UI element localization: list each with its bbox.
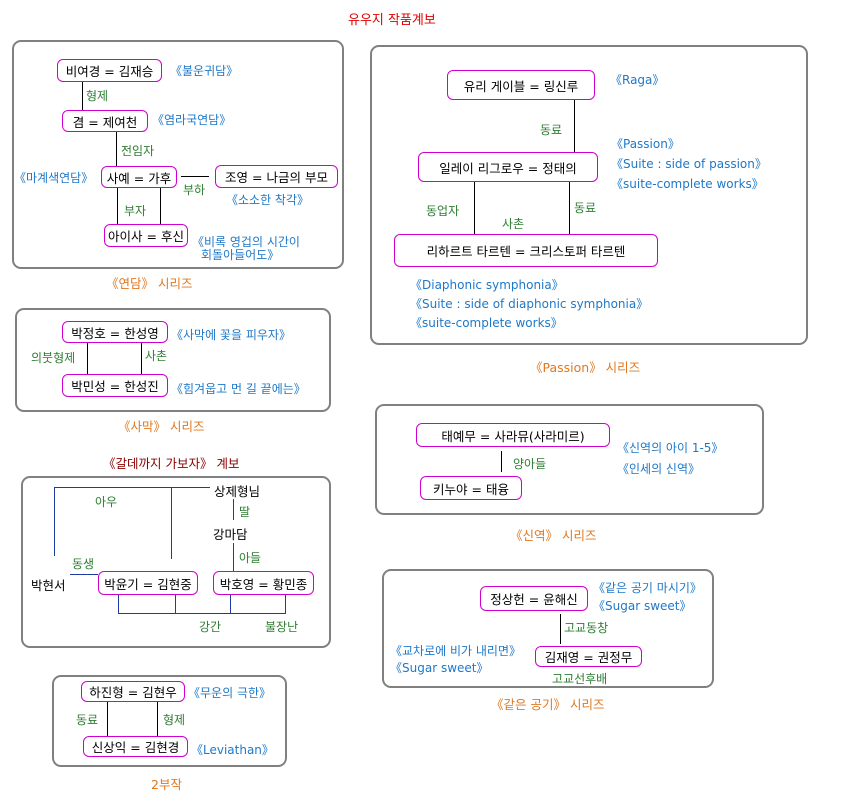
passion-work-passion: 《Passion》 <box>611 137 680 151</box>
second-work-leviathan: 《Leviathan》 <box>191 743 274 757</box>
yeondam-work-yeomra: 《염라국연담》 <box>152 113 232 127</box>
galde-line-b4 <box>285 595 286 614</box>
second-rel-colleague: 동료 <box>76 713 99 727</box>
passion-series-label: 《Passion》 시리즈 <box>530 360 641 375</box>
passion-node-yuri: 유리 게이블 = 링신루 <box>447 70 595 100</box>
yeondam-line-4a <box>117 188 118 224</box>
galde-line-ddal <box>233 499 234 520</box>
passion-node-richard: 리하르트 타르텐 = 크리스토퍼 타르텐 <box>394 234 658 267</box>
yeondam-work-magyesaek: 《마계색연담》 <box>14 171 94 185</box>
yeondam-series-label: 《연담》 시리즈 <box>106 276 193 291</box>
second-work-muun: 《무운의 극한》 <box>188 686 272 700</box>
galde-line-top <box>54 487 210 488</box>
sinyeok-series-label: 《신역》 시리즈 <box>510 528 597 543</box>
passion-work-suite-passion: 《Suite : side of passion》 <box>611 157 767 171</box>
galde-node-park-hyeonseo: 박현서 <box>31 578 66 593</box>
passion-work-suite-complete-1: 《suite-complete works》 <box>611 177 764 191</box>
samak-series-label: 《사막》 시리즈 <box>118 419 205 434</box>
gongi-work-crossroad: 《교차로에 비가 내리면》 <box>390 644 521 658</box>
yeondam-rel-brothers: 형제 <box>86 89 109 103</box>
samak-work-flower: 《사막에 꽃을 피우자》 <box>171 328 291 342</box>
yeondam-work-sosohan: 《소소한 착각》 <box>226 193 310 207</box>
samak-node-park-jeongho: 박정호 = 한성영 <box>62 321 168 343</box>
yeondam-node-joyeong: 조영 = 나금의 부모 <box>215 165 338 188</box>
galde-title: 《갈데까지 가보자》 계보 <box>103 456 240 471</box>
second-node-ha-jinhyeong: 하진형 = 김현우 <box>81 681 185 702</box>
passion-rel-cousin: 사촌 <box>502 217 525 231</box>
sinyeok-node-kinuya: 키누야 = 태융 <box>420 476 522 500</box>
galde-rel-ahu: 아우 <box>95 495 118 509</box>
galde-line-bottom <box>118 613 286 614</box>
second-node-sin-sangik: 신상익 = 김현경 <box>83 736 188 757</box>
second-series-label: 2부작 <box>151 777 182 792</box>
yeondam-line-3 <box>181 176 209 177</box>
galde-node-sangje: 상제형님 <box>214 484 261 499</box>
gongi-work-air: 《같은 공기 마시기》 <box>593 581 702 595</box>
gongi-work-sugar-1: 《Sugar sweet》 <box>593 599 692 613</box>
yeondam-line-1 <box>82 82 83 110</box>
yeondam-rel-predecessor: 전임자 <box>121 144 155 158</box>
passion-work-suite-complete-2: 《suite-complete works》 <box>410 316 563 330</box>
gongi-rel-classmates: 고교동창 <box>564 621 609 635</box>
yeondam-work-birok-1: 《비록 영겁의 시간이 <box>192 235 300 249</box>
samak-line-2 <box>141 343 142 374</box>
galde-line-adeul <box>233 543 234 571</box>
galde-rel-adeul: 아들 <box>239 551 262 565</box>
second-line-2 <box>157 702 158 736</box>
samak-line-1 <box>87 343 88 374</box>
galde-node-park-hoyeong: 박호영 = 황민종 <box>213 571 314 595</box>
galde-line-dongsaeng <box>70 574 98 575</box>
galde-node-park-yungi: 박윤기 = 김현중 <box>98 571 198 595</box>
yeondam-line-2 <box>116 132 117 166</box>
yeondam-node-aisa: 아이사 = 후신 <box>104 224 188 247</box>
gongi-work-sugar-2: 《Sugar sweet》 <box>390 661 489 675</box>
sinyeok-rel-adopted: 양아들 <box>513 457 547 471</box>
second-rel-brothers: 형제 <box>163 713 186 727</box>
galde-line-b3 <box>230 595 231 614</box>
gongi-line-1 <box>560 614 561 644</box>
galde-panel <box>21 476 331 648</box>
yeondam-rel-father-son: 부자 <box>124 204 147 218</box>
galde-line-b2 <box>175 595 176 614</box>
passion-work-diaphonic: 《Diaphonic symphonia》 <box>410 278 564 292</box>
gongi-node-kim-jaeyeong: 김재영 = 권정무 <box>535 646 642 667</box>
page-title: 유우지 작품계보 <box>348 13 436 28</box>
gongi-rel-senior-junior: 고교선후배 <box>552 672 608 686</box>
sinyeok-node-taeyemu: 태예무 = 사라뮤(사라미르) <box>416 423 610 447</box>
yeondam-rel-subordinate: 부하 <box>183 183 206 197</box>
samak-work-road: 《힘겨웁고 먼 길 끝에는》 <box>171 382 306 396</box>
galde-rel-ddal: 딸 <box>239 505 251 519</box>
passion-work-suite-diaphonic: 《Suite : side of diaphonic symphonia》 <box>410 297 649 311</box>
galde-line-mid <box>171 487 172 559</box>
passion-rel-colleague-1: 동료 <box>540 123 563 137</box>
galde-line-b1 <box>118 595 119 614</box>
passion-line-3 <box>569 182 570 234</box>
gongi-node-jeong-sangheon: 정상헌 = 윤해신 <box>480 586 588 611</box>
gongi-series-label: 《같은 공기》 시리즈 <box>491 697 605 712</box>
galde-node-gangmadam: 강마담 <box>213 527 248 542</box>
yeondam-node-biyeogyeong: 비여경 = 김재승 <box>57 59 162 82</box>
passion-node-ilei: 일레이 리그로우 = 정태의 <box>418 152 598 182</box>
galde-line-left <box>54 487 55 556</box>
passion-line-1 <box>574 100 575 152</box>
galde-rel-buljangnan: 불장난 <box>265 620 299 634</box>
sinyeok-work-inse: 《인세의 신역》 <box>617 462 701 476</box>
second-line-1 <box>107 702 108 736</box>
sinyeok-work-child: 《신역의 아이 1-5》 <box>617 441 724 455</box>
passion-rel-business: 동업자 <box>426 204 460 218</box>
yeondam-node-gyeom: 겸 = 제여천 <box>62 110 148 132</box>
yeondam-node-saye: 사예 = 가후 <box>101 166 177 188</box>
passion-work-raga: 《Raga》 <box>610 73 665 87</box>
samak-node-park-minseong: 박민성 = 한성진 <box>62 374 168 397</box>
yeondam-work-buruntgwidam: 《불운귀담》 <box>170 64 239 78</box>
passion-line-2 <box>474 182 475 234</box>
yeondam-line-4b <box>160 188 161 224</box>
samak-rel-cousin: 사촌 <box>145 349 168 363</box>
yeondam-work-birok-2: 회돌아들어도》 <box>201 248 280 262</box>
sinyeok-line-1 <box>501 451 502 472</box>
galde-rel-gangan: 강간 <box>199 620 222 634</box>
galde-rel-dongsaeng: 동생 <box>72 557 95 571</box>
samak-rel-step: 의붓형제 <box>31 351 76 365</box>
passion-rel-colleague-2: 동료 <box>574 201 597 215</box>
